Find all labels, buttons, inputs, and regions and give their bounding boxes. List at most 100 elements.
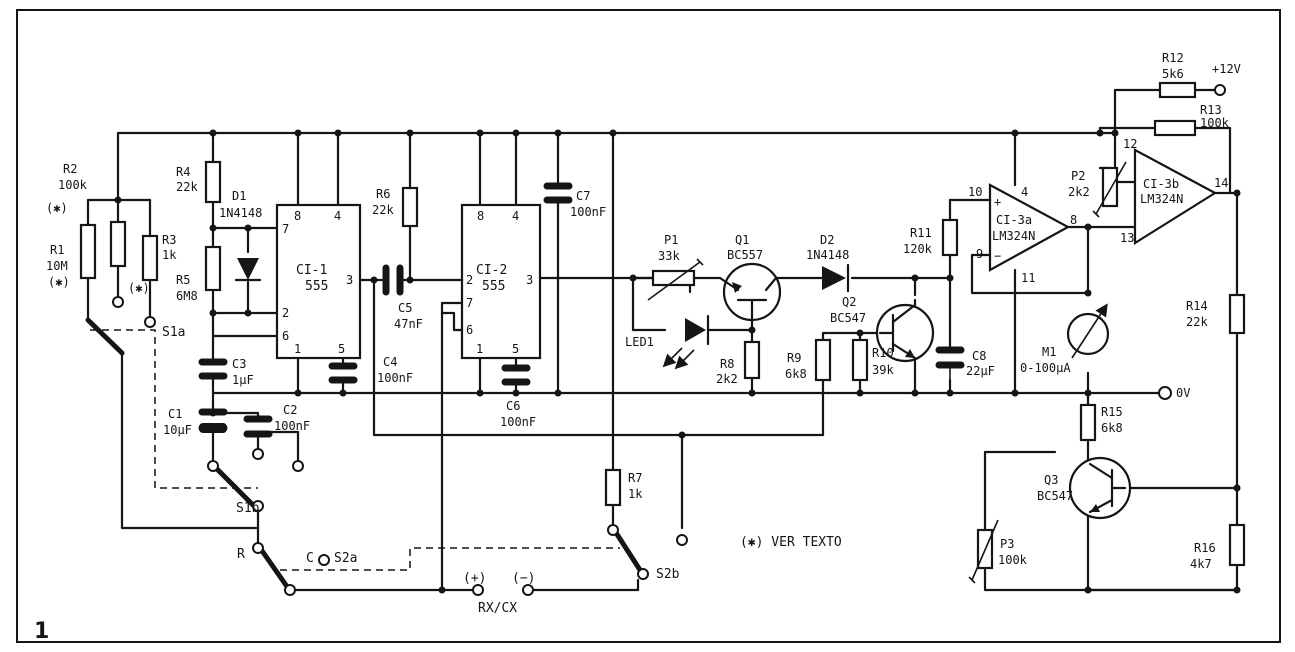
switch-links [90,329,620,571]
r4-body [204,160,222,204]
ci1-pin7: 7 [282,222,289,236]
r11-body [941,218,959,257]
switch-blades [85,317,643,591]
r16-body [1228,523,1246,567]
ci3b-body [1133,148,1218,245]
junctions [114,129,1241,594]
c7-name: C7 [576,189,590,203]
d2-part: 1N4148 [806,248,849,262]
c8-name: C8 [972,349,986,363]
supply-zero: 0V [1176,386,1190,400]
c1-value: 10µF [163,423,192,437]
r15-body [1079,403,1097,442]
r14-name: R14 [1186,299,1208,313]
r6-name: R6 [376,187,390,201]
s1a-label: S1a [162,325,185,340]
ci1-pin5: 5 [338,342,345,356]
r10-name: R10 [872,346,894,360]
supply-plus: +12V [1212,62,1241,76]
r16-name: R16 [1194,541,1216,555]
ci2-pin7: 7 [466,296,473,310]
r5-body [204,245,222,292]
c5-value: 47nF [394,317,423,331]
r3-value: 1k [162,248,177,262]
r14-body [1228,293,1246,335]
r5-name: R5 [176,273,190,287]
ci3a-name: CI-3a [996,213,1032,227]
ci3a-plus: + [994,195,1001,209]
p1-name: P1 [664,233,678,247]
c3-value: 1µF [232,373,254,387]
r1-name: R1 [50,243,64,257]
ci3a-body [988,183,1071,272]
s2b-label: S2b [656,567,680,582]
ic-bodies [275,148,1218,360]
r15-name: R15 [1101,405,1123,419]
ci2-name: CI-2 [476,263,507,278]
ci2-pin3: 3 [526,273,533,287]
r13-value: 100k [1200,116,1230,130]
r6-value: 22k [372,203,394,217]
d1-part: 1N4148 [219,206,262,220]
wires [86,88,1239,592]
r13-name: R13 [1200,103,1222,117]
r7-value: 1k [628,487,643,501]
ci3b-name: CI-3b [1143,177,1179,191]
ci1-name: CI-1 [296,263,327,278]
c3-name: C3 [232,357,246,371]
r7-body [604,468,622,507]
q2-name: Q2 [842,295,856,309]
p2-name: P2 [1071,169,1085,183]
ci1-pin1: 1 [294,342,301,356]
r2-mark: (✱) [46,201,68,215]
pot-wipers [647,161,1127,590]
r16-value: 4k7 [1190,557,1212,571]
ci2-body [460,203,542,360]
r9-body [814,338,832,382]
figure-number: 1 [34,619,49,644]
diodes [234,258,850,370]
meter-name: M1 [1042,345,1056,359]
ci3b-part: LM324N [1140,192,1183,206]
ci1-pin3: 3 [346,273,353,287]
r8-name: R8 [720,357,734,371]
ci3b-pin12: 12 [1123,137,1137,151]
ci1-body [275,203,362,360]
ci2-pin8: 8 [477,209,484,223]
connector-plus: (+) [463,571,486,586]
r2-body [109,220,127,268]
ci1-pin8: 8 [294,209,301,223]
meter-range: 0-100µA [1020,361,1071,375]
r5-value: 6M8 [176,289,198,303]
ci3b-pin13: 13 [1120,231,1134,245]
r6-body [401,186,419,228]
r1-body [79,223,97,280]
r12-value: 5k6 [1162,67,1184,81]
ci2-pin2: 2 [466,273,473,287]
c-position: C [306,551,314,566]
r4-value: 22k [176,180,198,194]
ci3a-pin8: 8 [1070,213,1077,227]
r1-value: 10M [46,259,68,273]
q2-part: BC547 [830,311,866,325]
p2-body [1101,166,1119,208]
ci1-pin6: 6 [282,329,289,343]
c1-name: C1 [168,407,182,421]
p3-value: 100k [998,553,1028,567]
p1-value: 33k [658,249,680,263]
ci3b-pin14: 14 [1214,176,1228,190]
resistor-bodies [79,81,1246,570]
r15-value: 6k8 [1101,421,1123,435]
c7-value: 100nF [570,205,606,219]
r2-value: 100k [58,178,88,192]
ci3a-pin10: 10 [968,185,982,199]
r1-mark: (✱) [48,275,70,289]
transistors [718,262,1132,520]
ci2-pin5: 5 [512,342,519,356]
c6-value: 100nF [500,415,536,429]
terminals [112,84,1226,596]
r7-name: R7 [628,471,642,485]
ci3a-part: LM324N [992,229,1035,243]
r8-body [743,340,761,380]
